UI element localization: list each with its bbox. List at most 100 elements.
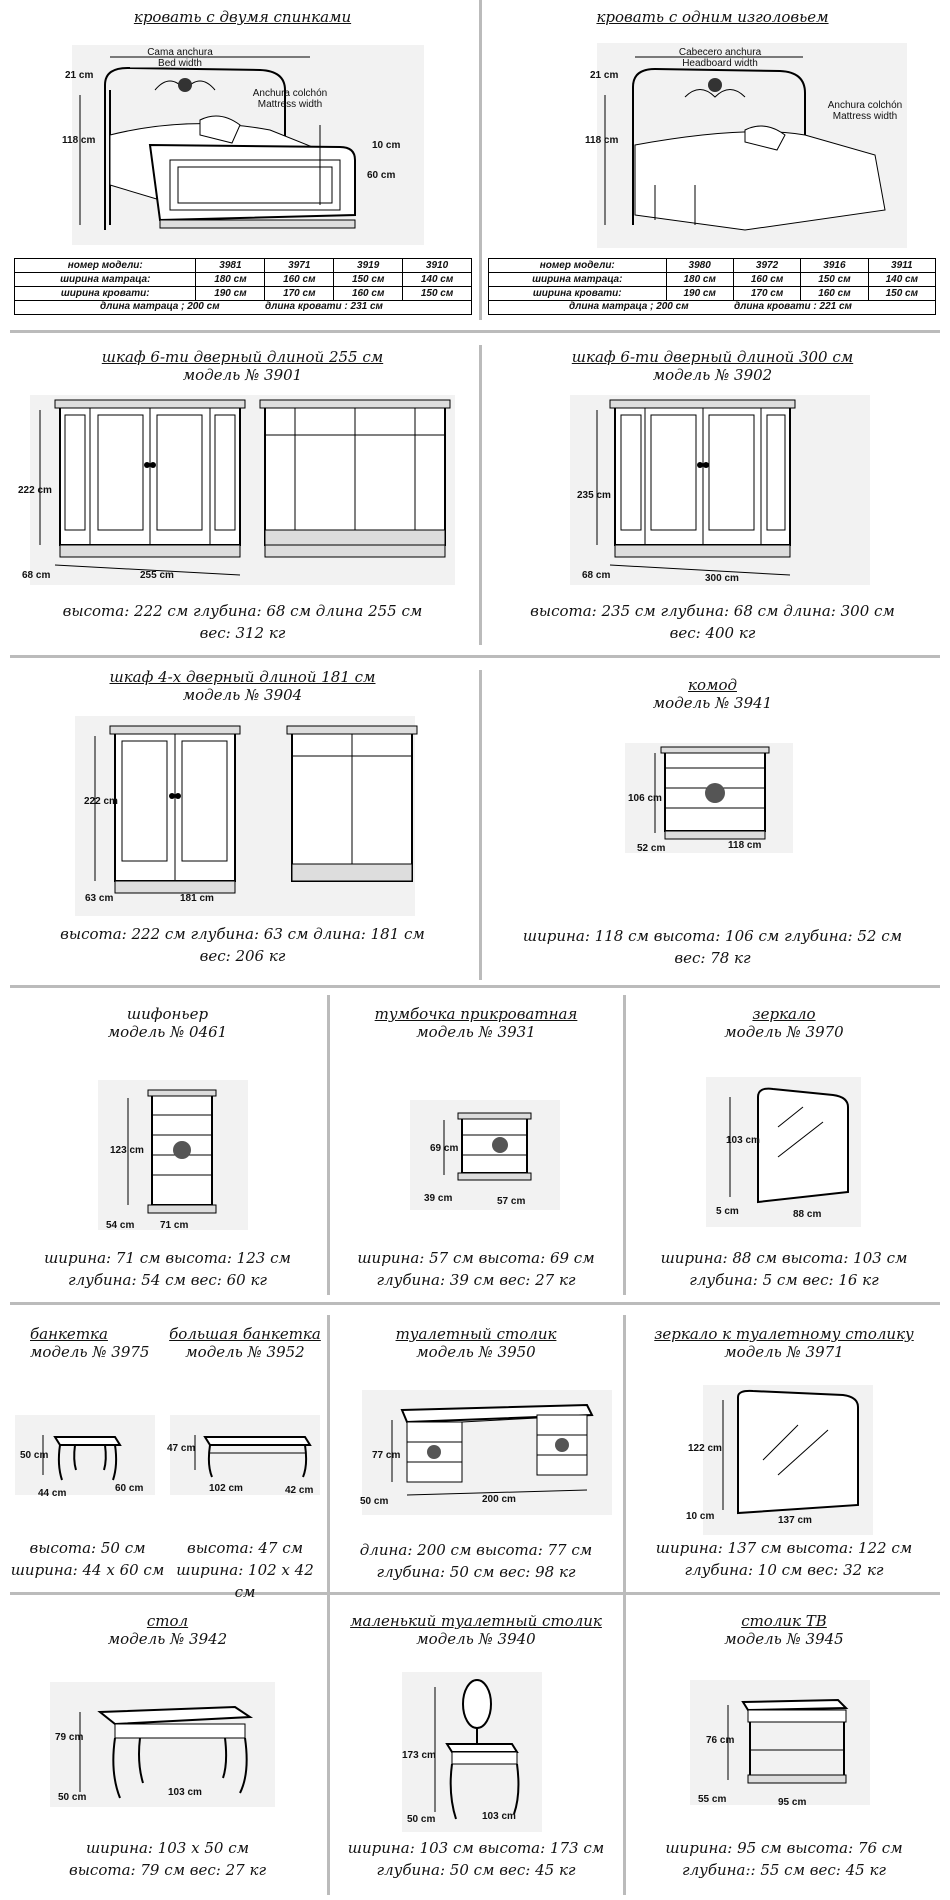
bed-two-length-row: длина матраца ; 200 см длина кровати : 2… [14, 300, 472, 315]
dim-height: 69 cm [430, 1143, 459, 1154]
bed-one-drawing [597, 43, 907, 248]
dim-height: 77 cm [372, 1450, 401, 1461]
dim-height: 103 cm [726, 1135, 760, 1146]
dim-depth: 50 cm [360, 1496, 389, 1507]
dim-height: 222 cm [84, 796, 118, 807]
nightstand-drawing [410, 1100, 560, 1210]
dim-depth: 54 cm [106, 1220, 135, 1231]
column-divider [623, 1315, 626, 1605]
dim-width: 300 cm [705, 573, 739, 584]
chest-specs: ширина: 118 см высота: 106 см глубина: 5… [522, 927, 903, 967]
dim-width: 102 cm [209, 1483, 243, 1494]
wardrobe-181-drawing [75, 716, 418, 916]
dim-depth: 10 cm [686, 1511, 715, 1522]
wardrobe-255-specs: высота: 222 см глубина: 68 см длина 255 … [62, 602, 423, 642]
wardrobe-300-specs: высота: 235 см глубина: 68 см длина: 300… [530, 602, 895, 642]
dim-width: 181 cm [180, 893, 214, 904]
chiffonier-drawing [98, 1080, 248, 1230]
dim-width: 88 cm [793, 1209, 822, 1220]
dim-depth: 42 cm [285, 1485, 314, 1496]
wardrobe-300-drawing [570, 395, 870, 585]
column-divider [479, 670, 482, 980]
bed-one-headboard-section: кровать с одним изголовьем Cabecero anch… [485, 0, 940, 325]
dim-depth: 68 cm [22, 570, 51, 581]
dim-width: 255 cm [140, 570, 174, 581]
column-divider [623, 995, 626, 1295]
dim-top: 21 cm [590, 70, 619, 81]
dim-depth: 63 cm [85, 893, 114, 904]
desk-drawing [50, 1682, 275, 1807]
dim-height: 173 cm [402, 1750, 436, 1761]
dim-width: 200 cm [482, 1494, 516, 1505]
small-dressing-drawing [402, 1672, 542, 1832]
dim-height: 79 cm [55, 1732, 84, 1743]
dim-depth: 68 cm [582, 570, 611, 581]
dim-depth: 50 cm [407, 1814, 436, 1825]
dim-width: 57 cm [497, 1196, 526, 1207]
dim-height: 118 cm [62, 135, 96, 146]
dim-width: 95 cm [778, 1797, 807, 1808]
row-divider [10, 330, 940, 333]
dim-width: 103 cm [482, 1811, 516, 1822]
wardrobe-181-specs: высота: 222 см глубина: 63 см длина: 181… [60, 925, 425, 965]
bed-one-length-row: длина матраца ; 200 см длина кровати : 2… [488, 300, 936, 315]
dim-top: 21 cm [65, 70, 94, 81]
column-divider [479, 345, 482, 645]
dim-depth: 60 cm [115, 1483, 144, 1494]
dressing-mirror-drawing [703, 1385, 873, 1535]
column-divider [327, 1605, 330, 1895]
column-divider [327, 995, 330, 1295]
bed-two-title: кровать с двумя спинками [133, 8, 352, 26]
dim-foot: 10 cm [372, 140, 401, 151]
dim-width: 44 cm [38, 1488, 67, 1499]
dim-height: 47 cm [167, 1443, 196, 1454]
dim-depth: 5 cm [716, 1206, 739, 1217]
dim-depth: 50 cm [58, 1792, 87, 1803]
dim-width: 103 cm [168, 1787, 202, 1798]
dim-height: 222 cm [18, 485, 52, 496]
dim-height: 235 cm [577, 490, 611, 501]
dim-depth: 52 cm [637, 843, 666, 854]
column-divider [623, 1605, 626, 1895]
dim-width: 71 cm [160, 1220, 189, 1231]
dim-height: 106 cm [628, 793, 662, 804]
dim-height: 123 cm [110, 1145, 144, 1156]
row-divider [10, 655, 940, 658]
wardrobe-255-drawing [30, 395, 455, 585]
tv-table-drawing [690, 1680, 870, 1805]
